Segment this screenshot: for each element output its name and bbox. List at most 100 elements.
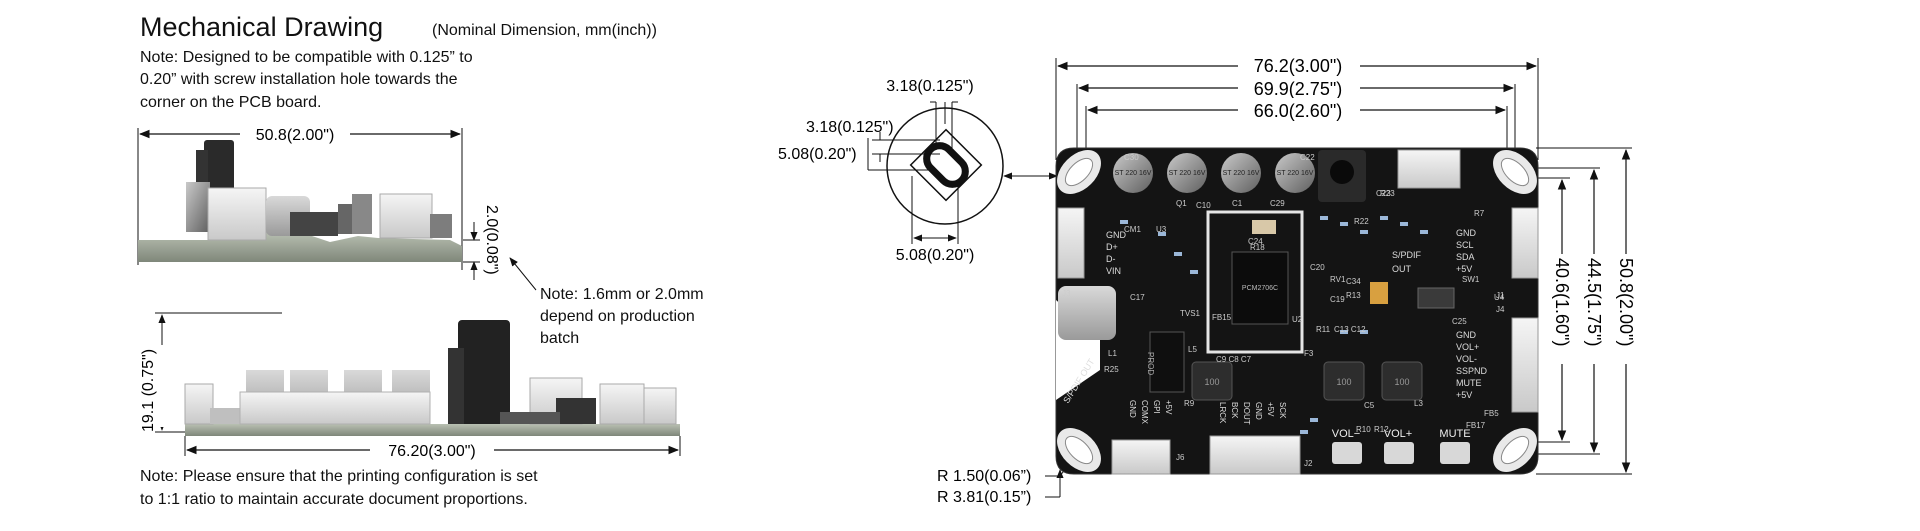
svg-text:J1: J1 bbox=[1496, 291, 1505, 300]
svg-text:SDA: SDA bbox=[1456, 252, 1475, 262]
radius-callouts: R 1.50(0.06”) R 3.81(0.15”) bbox=[937, 455, 1076, 506]
compat-note-line-3: corner on the PCB board. bbox=[140, 94, 322, 111]
svg-text:J6: J6 bbox=[1176, 453, 1185, 462]
connector-side bbox=[207, 187, 267, 241]
smd-parts bbox=[1120, 216, 1428, 434]
svg-text:R7: R7 bbox=[1474, 209, 1485, 218]
pcb-side-profile bbox=[138, 232, 462, 262]
svg-text:Q1: Q1 bbox=[1176, 199, 1187, 208]
svg-text:SCL: SCL bbox=[1456, 240, 1474, 250]
svg-text:C17: C17 bbox=[1130, 293, 1145, 302]
svg-text:U4: U4 bbox=[1494, 293, 1505, 302]
svg-text:C24: C24 bbox=[1248, 237, 1263, 246]
svg-text:MUTE: MUTE bbox=[1456, 378, 1482, 388]
slot-height-label: 44.5(1.75") bbox=[1584, 258, 1604, 346]
svg-text:C19: C19 bbox=[1330, 295, 1345, 304]
svg-text:+5V: +5V bbox=[1456, 264, 1472, 274]
svg-text:100: 100 bbox=[1204, 377, 1219, 387]
svg-text:U2: U2 bbox=[1292, 315, 1303, 324]
switch-sw1 bbox=[1417, 287, 1455, 309]
svg-text:GND: GND bbox=[1456, 330, 1477, 340]
front-width-label: 76.20(3.00") bbox=[388, 443, 476, 460]
units-subtitle: (Nominal Dimension, mm(inch)) bbox=[432, 22, 657, 39]
side-width-label: 50.8(2.00") bbox=[256, 127, 335, 144]
svg-text:LRCK: LRCK bbox=[1218, 402, 1227, 424]
connectors-front bbox=[239, 391, 431, 425]
svg-text:GND: GND bbox=[1456, 228, 1477, 238]
hole-height-label: 3.18(0.125") bbox=[806, 119, 894, 136]
capacitor-side bbox=[186, 182, 210, 232]
svg-text:PROD: PROD bbox=[1146, 352, 1155, 375]
svg-text:ST 220 16V: ST 220 16V bbox=[1223, 170, 1260, 177]
svg-text:BCK: BCK bbox=[1230, 402, 1239, 419]
svg-text:C20: C20 bbox=[1310, 263, 1325, 272]
svg-text:R18: R18 bbox=[1250, 243, 1265, 252]
thickness-note-line-3: batch bbox=[540, 330, 580, 347]
svg-text:C1: C1 bbox=[1232, 199, 1243, 208]
silk-usb-pins: GND D+ D- VIN bbox=[1106, 230, 1127, 276]
slot-width-label: 5.08(0.20") bbox=[896, 247, 975, 264]
svg-text:ST 220 16V: ST 220 16V bbox=[1115, 170, 1152, 177]
svg-text:PCM2706C: PCM2706C bbox=[1242, 285, 1278, 292]
silk-i2c-pins: GND SCL SDA +5V bbox=[1456, 228, 1477, 274]
svg-text:R22: R22 bbox=[1354, 217, 1369, 226]
svg-text:D-: D- bbox=[1106, 254, 1116, 264]
vol-down-label: VOL− bbox=[1332, 428, 1360, 440]
svg-text:L3: L3 bbox=[1414, 399, 1423, 408]
svg-text:GPI: GPI bbox=[1152, 400, 1161, 414]
outer-radius-label: R 3.81(0.15”) bbox=[937, 489, 1031, 506]
svg-text:COMX: COMX bbox=[1140, 400, 1149, 425]
svg-text:C25: C25 bbox=[1452, 317, 1467, 326]
connector-j7 bbox=[1397, 149, 1461, 189]
front-height-label: 19.1 (0.75") bbox=[140, 349, 157, 432]
pcb-top-view: ST 220 16V ST 220 16V ST 220 16V ST 220 … bbox=[1055, 147, 1539, 475]
svg-text:S/PDIF: S/PDIF bbox=[1392, 250, 1422, 260]
hole-center-span-label: 66.0(2.60") bbox=[1254, 101, 1342, 121]
svg-text:U3: U3 bbox=[1156, 225, 1167, 234]
svg-text:C30: C30 bbox=[1124, 153, 1139, 162]
silk-control-pins: GND VOL+ VOL- SSPND MUTE +5V bbox=[1456, 330, 1488, 400]
connector-j5 bbox=[1057, 207, 1085, 279]
compat-note-line-2: 0.20” with screw installation hole towar… bbox=[140, 71, 458, 88]
svg-text:R13: R13 bbox=[1346, 291, 1361, 300]
board-width-label: 76.2(3.00") bbox=[1254, 56, 1342, 76]
svg-text:R25: R25 bbox=[1104, 365, 1119, 374]
svg-text:L1: L1 bbox=[1108, 349, 1117, 358]
hole-center-height-label: 40.6(1.60") bbox=[1552, 258, 1572, 346]
svg-text:OUT: OUT bbox=[1392, 264, 1412, 274]
connector-j6 bbox=[1209, 435, 1301, 475]
svg-text:C13 C12: C13 C12 bbox=[1334, 325, 1366, 334]
mounting-holes bbox=[1057, 150, 1537, 472]
svg-text:100: 100 bbox=[1394, 377, 1409, 387]
svg-text:GND: GND bbox=[1106, 230, 1127, 240]
header-side bbox=[379, 193, 433, 239]
electrolytic-capacitors: ST 220 16V ST 220 16V ST 220 16V ST 220 … bbox=[1113, 153, 1315, 193]
svg-text:100: 100 bbox=[1336, 377, 1351, 387]
svg-text:VOL+: VOL+ bbox=[1456, 342, 1479, 352]
inner-radius-label: R 1.50(0.06”) bbox=[937, 468, 1031, 485]
svg-text:DOUT: DOUT bbox=[1242, 402, 1251, 425]
hole-width-label: 3.18(0.125") bbox=[886, 78, 974, 95]
front-view: 19.1 (0.75") 76.20(3.00") bbox=[140, 312, 681, 460]
slot-span-label: 69.9(2.75") bbox=[1254, 79, 1342, 99]
svg-text:ST 220 16V: ST 220 16V bbox=[1169, 170, 1206, 177]
svg-text:+5V: +5V bbox=[1164, 400, 1173, 415]
thickness-note-line-2: depend on production bbox=[540, 308, 695, 325]
svg-text:+5V: +5V bbox=[1456, 390, 1472, 400]
thickness-note: Note: 1.6mm or 2.0mm depend on productio… bbox=[540, 284, 704, 350]
svg-text:J2: J2 bbox=[1304, 459, 1313, 468]
connector-j1 bbox=[1511, 207, 1539, 279]
svg-text:R12: R12 bbox=[1374, 425, 1389, 434]
svg-text:TVS1: TVS1 bbox=[1180, 309, 1201, 318]
svg-text:R9: R9 bbox=[1184, 399, 1195, 408]
page-title: Mechanical Drawing bbox=[140, 12, 384, 42]
svg-text:VOL-: VOL- bbox=[1456, 354, 1477, 364]
print-scale-note: Note: Please ensure that the printing co… bbox=[140, 465, 538, 511]
tact-buttons: VOL− VOL+ MUTE bbox=[1332, 428, 1471, 464]
svg-text:R10: R10 bbox=[1356, 425, 1371, 434]
print-scale-note-line-1: Note: Please ensure that the printing co… bbox=[140, 468, 538, 485]
print-scale-note-line-2: to 1:1 ratio to maintain accurate docume… bbox=[140, 491, 528, 508]
svg-text:R11: R11 bbox=[1316, 325, 1331, 334]
board-height-label: 50.8(2.00") bbox=[1616, 258, 1636, 346]
